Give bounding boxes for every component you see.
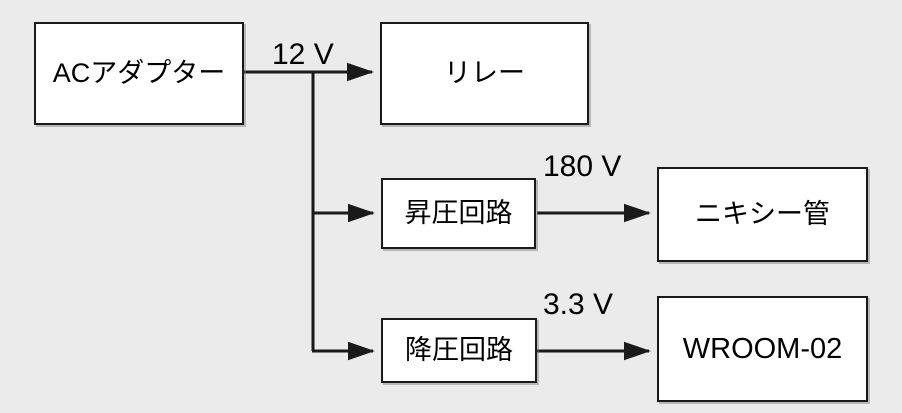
node-buck-converter: 降圧回路 [381,318,537,383]
edge-label-12v: 12 V [272,38,334,71]
node-boost-converter-label: 昇圧回路 [404,198,513,228]
node-relay: リレー [380,22,589,125]
edge-label-180v: 180 V [543,150,622,183]
node-nixie-tube: ニキシー管 [657,167,868,262]
node-wroom-02-label: WROOM-02 [682,332,843,365]
node-wroom-02: WROOM-02 [657,296,868,402]
node-ac-adapter: ACアダプター [34,22,244,125]
edge-label-3v3: 3.3 V [543,288,614,321]
node-boost-converter: 昇圧回路 [381,178,536,249]
node-nixie-tube-label: ニキシー管 [695,199,830,229]
node-ac-adapter-label: ACアダプター [52,58,226,88]
node-relay-label: リレー [444,58,525,88]
node-buck-converter-label: 降圧回路 [405,335,513,365]
